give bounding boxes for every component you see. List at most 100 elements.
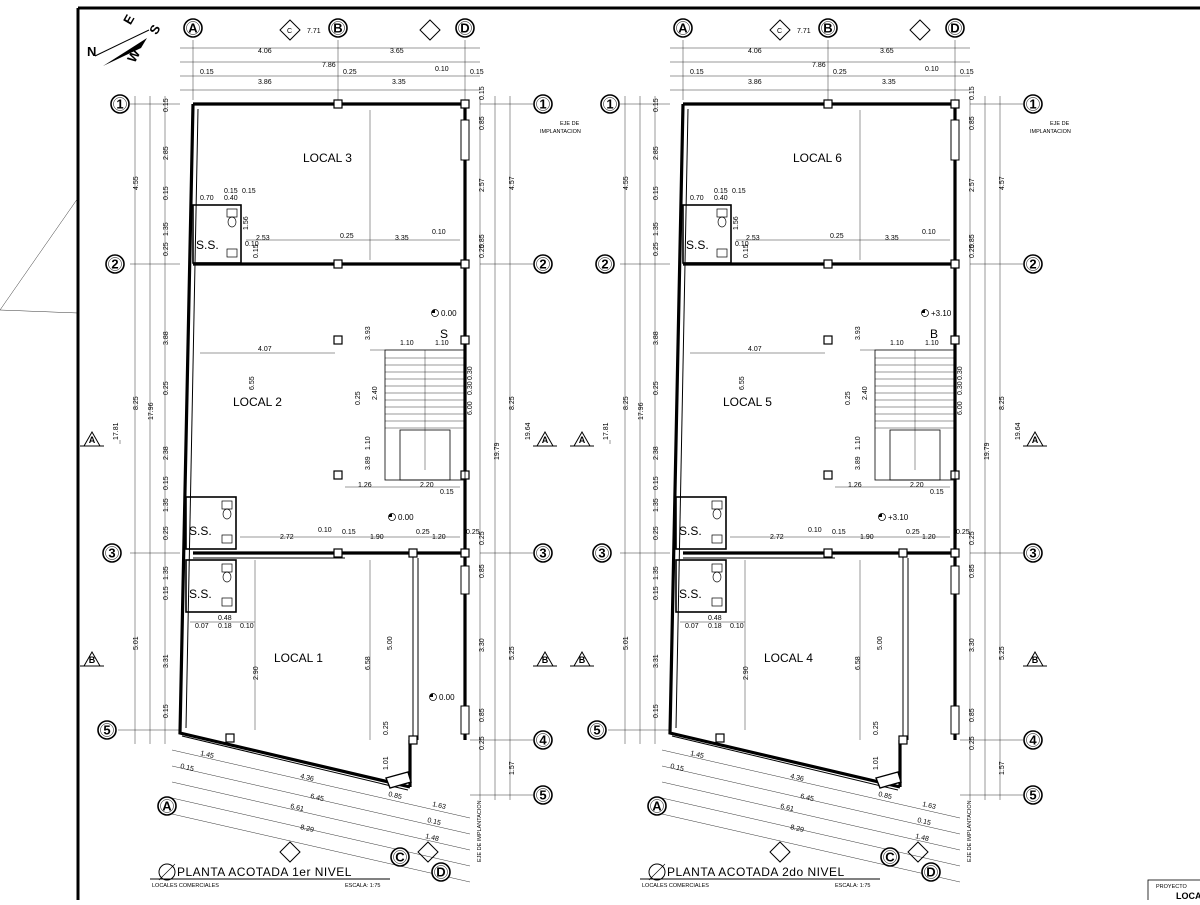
dim-label: 0.15 — [714, 188, 728, 195]
axis-bubble-2: 2 — [539, 257, 546, 272]
plan-scale: ESCALA: 1:75 — [345, 883, 380, 889]
dim-label: 0.25 — [833, 69, 847, 76]
dim-label: 4.55 — [623, 176, 630, 190]
axis-bubble-2-inner — [598, 257, 612, 271]
window — [460, 565, 470, 595]
axis-bubble-5: 5 — [593, 723, 600, 738]
dim-label: 6.00 — [467, 401, 474, 415]
axis-bubble-A: A — [162, 799, 172, 814]
toilet-icon — [716, 208, 728, 218]
dim-label: 1.26 — [358, 482, 372, 489]
dim-label: 0.15 — [653, 586, 660, 600]
dim-label: 4.57 — [999, 176, 1006, 190]
dim-label: 0.25 — [479, 244, 486, 258]
storefront-diag — [181, 735, 409, 791]
column — [950, 548, 960, 558]
dim-label: 6.58 — [855, 656, 862, 670]
dim-label: 2.57 — [969, 178, 976, 192]
dim-label: 0.15 — [163, 586, 170, 600]
axis-bubble-3-inner — [536, 546, 550, 560]
axis-bubble-5-inner — [590, 723, 604, 737]
dim-label: 1.01 — [873, 756, 880, 770]
project-value: LOCA — [1176, 891, 1200, 900]
dim-label: 0.15 — [200, 69, 214, 76]
exterior-wall — [668, 103, 901, 789]
dim-label: 0.70 — [690, 195, 704, 202]
eje-label: IMPLANTACION — [540, 129, 581, 135]
dim-label: 3.30 — [479, 638, 486, 652]
window — [460, 119, 470, 161]
dim-label: 0.18 — [218, 623, 232, 630]
dim-label: 5.00 — [387, 636, 394, 650]
stair-mark: S — [440, 327, 448, 341]
dim-label: 0.10 — [808, 527, 822, 534]
axis-bubble-4-inner — [536, 733, 550, 747]
restroom-label: S.S. — [189, 524, 212, 538]
dim-label: 2.72 — [770, 534, 784, 541]
dim-label: 1.10 — [435, 340, 449, 347]
dim-label: 0.15 — [670, 763, 685, 773]
exterior-wall-inner — [675, 108, 689, 729]
dim-label: 19.79 — [494, 442, 501, 460]
axis-bubble-3-inner — [1026, 546, 1040, 560]
room-label: LOCAL 1 — [274, 651, 323, 665]
dim-label: 0.15 — [960, 69, 974, 76]
dim-label: 0.25 — [163, 242, 170, 256]
axis-bubble-1-inner — [113, 97, 127, 111]
dim-label: 0.25 — [956, 529, 970, 536]
dim-line — [661, 797, 961, 867]
dim-label: 0.10 — [432, 229, 446, 236]
axis-bubble-D: D — [460, 21, 469, 36]
dim-label: 2.85 — [653, 146, 660, 160]
toilet-icon — [717, 216, 727, 228]
dim-label: 8.25 — [999, 396, 1006, 410]
axis-bubble-3: 3 — [1029, 546, 1036, 561]
dim-label: 0.07 — [195, 623, 209, 630]
north-letter: E — [120, 12, 137, 27]
dim-label: 0.15 — [732, 188, 746, 195]
dim-label: 1.35 — [163, 566, 170, 580]
dim-label: 0.15 — [163, 704, 170, 718]
column — [408, 735, 418, 745]
column — [950, 335, 960, 345]
dim-label: 1.56 — [243, 216, 250, 230]
project-box: PROYECTO LOCA — [1147, 879, 1200, 905]
sink-icon — [711, 534, 723, 544]
axis-marker-C — [769, 19, 791, 41]
dim-label: 2.53 — [256, 235, 270, 242]
dim-label: 1.63 — [432, 801, 447, 811]
dim-label: 1.57 — [999, 761, 1006, 775]
dim-label: 0.25 — [355, 391, 362, 405]
level-value: 0.00 — [439, 693, 455, 702]
axis-bubble-3: 3 — [598, 546, 605, 561]
dim-label: 1.10 — [365, 436, 372, 450]
dim-label: 1.35 — [163, 498, 170, 512]
column — [823, 470, 833, 480]
dim-label: 0.25 — [479, 531, 486, 545]
dim-label: 2.38 — [163, 446, 170, 460]
dim-line — [171, 781, 471, 851]
section-mark-letter: A — [542, 435, 549, 445]
dim-label: 5.25 — [999, 646, 1006, 660]
dim-label: 1.35 — [163, 222, 170, 236]
restroom-wall — [185, 559, 237, 613]
axis-bubble-4: 4 — [1029, 733, 1037, 748]
dim-label: 1.01 — [383, 756, 390, 770]
toilet-icon — [712, 571, 722, 583]
level-fill — [878, 513, 882, 517]
dim-label: 0.07 — [685, 623, 699, 630]
dim-label: 0.15 — [224, 188, 238, 195]
dim-label: 0.25 — [340, 233, 354, 240]
column — [333, 99, 343, 109]
dim-label: 3.35 — [395, 235, 409, 242]
column — [823, 99, 833, 109]
dim-label: 17.81 — [113, 422, 120, 440]
dim-label: 1.56 — [733, 216, 740, 230]
column — [823, 259, 833, 269]
axis-bubble-C-inner — [393, 850, 407, 864]
dim-label: 1.10 — [400, 340, 414, 347]
dim-label: 1.45 — [200, 750, 215, 760]
dim-label: 3.86 — [258, 79, 272, 86]
column — [333, 259, 343, 269]
